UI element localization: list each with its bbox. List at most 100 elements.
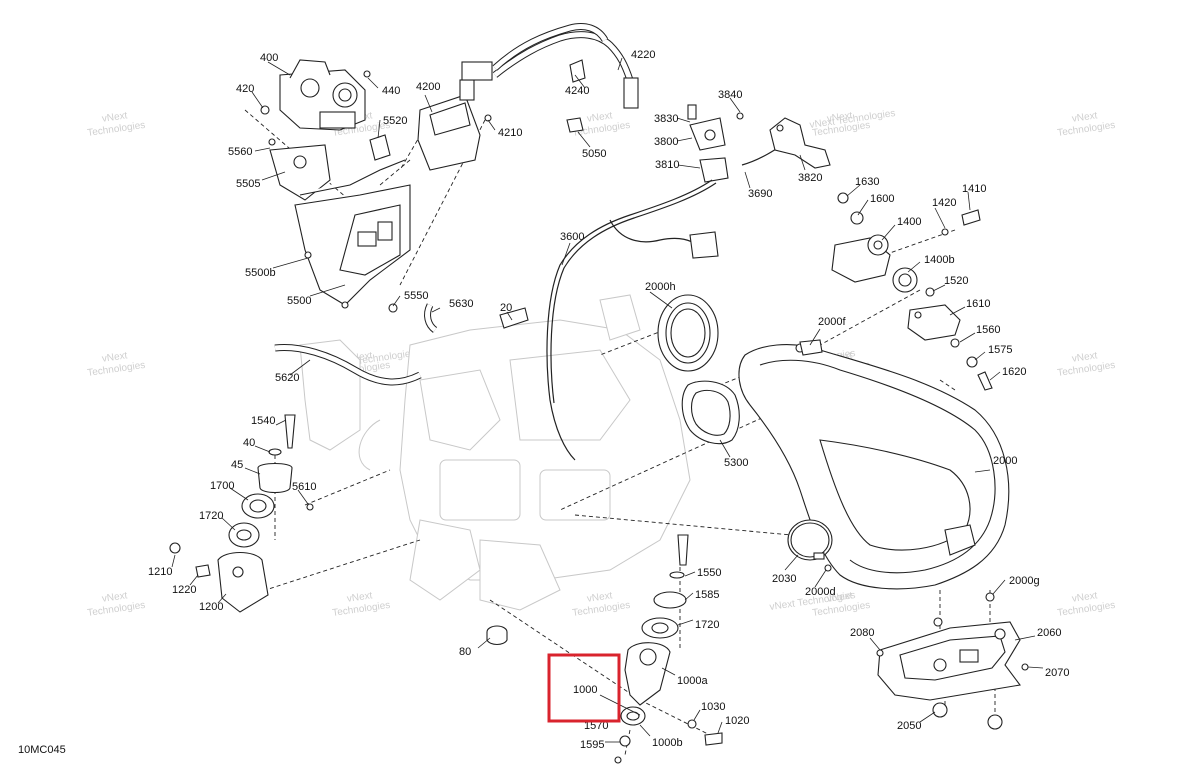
watermark: vNext Technologies — [1057, 110, 1116, 139]
callout-1720a: 1720 — [199, 510, 223, 522]
callout-1575: 1575 — [988, 344, 1012, 356]
callout-1000a: 1000a — [677, 675, 708, 687]
callout-3810: 3810 — [655, 159, 679, 171]
watermark-line1: vNext — [101, 350, 128, 364]
callout-3830: 3830 — [654, 113, 678, 125]
callout-5520: 5520 — [383, 115, 407, 127]
callout-1210: 1210 — [148, 566, 172, 578]
part-5300 — [681, 380, 740, 445]
callout-1520: 1520 — [944, 275, 968, 287]
callout-1220: 1220 — [172, 584, 196, 596]
leader-lines — [171, 57, 1044, 743]
callout-2030: 2030 — [772, 573, 796, 585]
callout-440: 440 — [382, 85, 400, 97]
bracket-3820 — [769, 117, 831, 169]
watermark-line1: vNext — [101, 590, 128, 604]
callout-3690: 3690 — [748, 188, 772, 200]
callout-1000b: 1000b — [652, 737, 683, 749]
callout-3820: 3820 — [798, 172, 822, 184]
callout-5300: 5300 — [724, 457, 748, 469]
callout-2070: 2070 — [1045, 667, 1069, 679]
throttle-actuator-400 — [279, 59, 366, 131]
callout-1570: 1570 — [584, 720, 608, 732]
watermark: vNext Technologies — [87, 590, 146, 619]
watermark-line1: vNext — [586, 590, 613, 604]
callout-4240: 4240 — [565, 85, 589, 97]
callout-20: 20 — [500, 302, 512, 314]
callout-2060: 2060 — [1037, 627, 1061, 639]
callout-labels: 400 420 440 5520 5560 5505 5500b 5500 55… — [148, 49, 1069, 751]
air-intake-2000 — [738, 339, 1010, 590]
callout-1400b: 1400b — [924, 254, 955, 266]
callout-45: 45 — [231, 459, 243, 471]
callout-4200: 4200 — [416, 81, 440, 93]
callout-40: 40 — [243, 437, 255, 449]
callout-5560: 5560 — [228, 146, 252, 158]
callout-5630: 5630 — [449, 298, 473, 310]
callout-1400: 1400 — [897, 216, 921, 228]
hose-5620 — [274, 303, 529, 386]
highlight-box-1000 — [547, 653, 621, 723]
watermark: vNext Technologies — [1057, 350, 1116, 379]
callout-420: 420 — [236, 83, 254, 95]
callout-5550: 5550 — [404, 290, 428, 302]
watermark: vNext Technologies — [87, 350, 146, 379]
callout-1550: 1550 — [697, 567, 721, 579]
cable-3600 — [546, 139, 791, 461]
bracket-2060 — [876, 592, 1029, 730]
callout-1410: 1410 — [962, 183, 986, 195]
callout-5505: 5505 — [236, 178, 260, 190]
callout-5500: 5500 — [287, 295, 311, 307]
callout-2000f: 2000f — [818, 316, 846, 328]
callout-80: 80 — [459, 646, 471, 658]
watermark-line1: vNext — [826, 110, 853, 124]
callout-4210: 4210 — [498, 127, 522, 139]
clamp-2030 — [787, 519, 833, 572]
callout-1020: 1020 — [725, 715, 749, 727]
bracket-5500 — [269, 144, 411, 306]
engine-mount-1400 — [831, 192, 981, 293]
callout-4220: 4220 — [631, 49, 655, 61]
callout-5610: 5610 — [292, 481, 316, 493]
callout-2000: 2000 — [993, 455, 1017, 467]
engine-block — [299, 294, 691, 611]
watermark: vNext Technologies — [332, 590, 391, 619]
callout-5620: 5620 — [275, 372, 299, 384]
watermark-line1: vNext — [1071, 590, 1098, 604]
callout-400: 400 — [260, 52, 278, 64]
callout-1200: 1200 — [199, 601, 223, 613]
callout-2050: 2050 — [897, 720, 921, 732]
callout-2000g: 2000g — [1009, 575, 1040, 587]
watermark-line1: vNext — [346, 590, 373, 604]
diagram-code: 10MC045 — [18, 744, 66, 756]
callout-1420: 1420 — [932, 197, 956, 209]
callout-1620: 1620 — [1002, 366, 1026, 378]
callout-1720b: 1720 — [695, 619, 719, 631]
watermark: vNext Technologies — [572, 590, 631, 619]
watermark: vNext Technologies — [87, 110, 146, 139]
callout-1585: 1585 — [695, 589, 719, 601]
callout-1560: 1560 — [976, 324, 1000, 336]
callout-1000: 1000 — [573, 684, 597, 696]
callout-1540: 1540 — [251, 415, 275, 427]
ecu-4200 — [417, 79, 492, 171]
engine-mount-bottom — [486, 534, 723, 764]
callout-5050: 5050 — [582, 148, 606, 160]
watermark-line1: vNext — [1071, 350, 1098, 364]
callout-2080: 2080 — [850, 627, 874, 639]
callout-1610: 1610 — [966, 298, 990, 310]
callout-3840: 3840 — [718, 89, 742, 101]
watermark: vNext Technologies — [1057, 590, 1116, 619]
watermark-line1: vNext — [1071, 110, 1098, 124]
engine-mount-left — [169, 414, 314, 613]
seal-2000h — [657, 294, 719, 372]
callout-3600: 3600 — [560, 231, 584, 243]
watermark-line1: vNext — [101, 110, 128, 124]
callout-1630: 1630 — [855, 176, 879, 188]
callout-5500b: 5500b — [245, 267, 276, 279]
callout-1600: 1600 — [870, 193, 894, 205]
mount-plate-1610 — [907, 287, 993, 391]
watermark-line1: vNext — [826, 590, 853, 604]
